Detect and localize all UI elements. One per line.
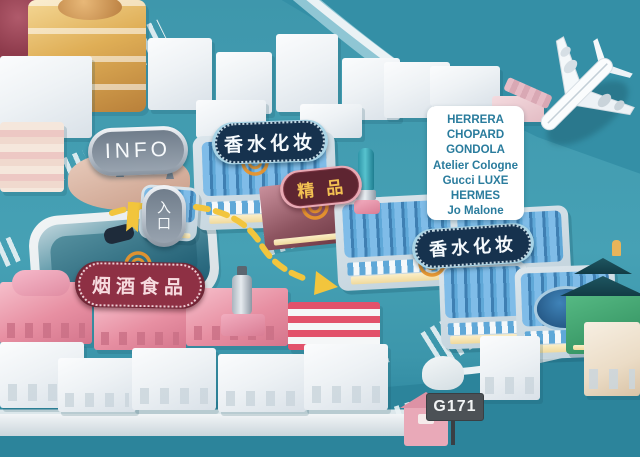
pink-details [101, 332, 179, 345]
brand-item: HERRERA [447, 114, 504, 126]
building-block [218, 354, 306, 412]
tobacco-sign-label: 烟酒食品 [77, 261, 203, 309]
tobacco-liquor-food-sign[interactable]: 烟酒食品 [74, 260, 206, 310]
windows [225, 391, 299, 407]
windows [589, 369, 635, 389]
round-platform [422, 356, 464, 390]
perfume-cosmetics-sign-upper[interactable]: 香水化妆 [211, 118, 329, 166]
bottle-pedestal [221, 314, 265, 336]
building-block [276, 34, 338, 112]
brand-item: Jo Malone [447, 205, 504, 218]
gate-sign[interactable]: G171 [426, 393, 484, 421]
airplane-icon [518, 33, 640, 151]
bottle-body [232, 275, 252, 315]
windows [139, 387, 209, 404]
lipstick-base [354, 200, 380, 214]
brand-item: Gucci LUXE [442, 174, 509, 187]
perfume-upper-label: 香水化妆 [214, 120, 326, 164]
windows [485, 376, 535, 394]
brand-item: CHOPARD [446, 129, 505, 142]
lipstick-bullet [358, 148, 374, 190]
info-sign-label: INFO [91, 129, 185, 173]
building-block [430, 66, 500, 106]
gold-figure [612, 240, 621, 256]
brand-item: HERMES [450, 190, 501, 203]
perfume-lower-label: 香水化妆 [413, 223, 533, 269]
building-block [304, 344, 388, 410]
hatbox [12, 270, 70, 296]
building-block [132, 348, 216, 410]
gate-sign-label: G171 [433, 398, 477, 415]
windows [311, 386, 381, 404]
building-block [148, 38, 212, 110]
corner-shop-building [584, 322, 640, 396]
gold-dome [58, 0, 122, 20]
boutique-sign-label: 精品 [281, 166, 361, 208]
perfume-cosmetics-sign-lower[interactable]: 香水化妆 [410, 221, 536, 271]
building-block [480, 336, 540, 400]
building-block [58, 358, 136, 412]
bottle-cap [237, 266, 247, 276]
windows [65, 392, 129, 407]
lipstick-model [352, 148, 382, 220]
pastel-stack-building [0, 122, 64, 192]
entrance-sign[interactable]: 入口 [142, 185, 186, 247]
entrance-sign-label: 入口 [146, 189, 182, 243]
lipstick-band [356, 190, 376, 200]
brand-item: Atelier Cologne [433, 159, 518, 172]
brand-item: GONDOLA [446, 144, 505, 157]
perfume-bottle-model [218, 266, 268, 336]
gate-sign-pole [451, 419, 455, 445]
pink-details [7, 322, 85, 338]
info-sign[interactable]: INFO [87, 125, 189, 177]
striped-shop-building [288, 302, 380, 350]
boarding-platform [0, 414, 440, 436]
